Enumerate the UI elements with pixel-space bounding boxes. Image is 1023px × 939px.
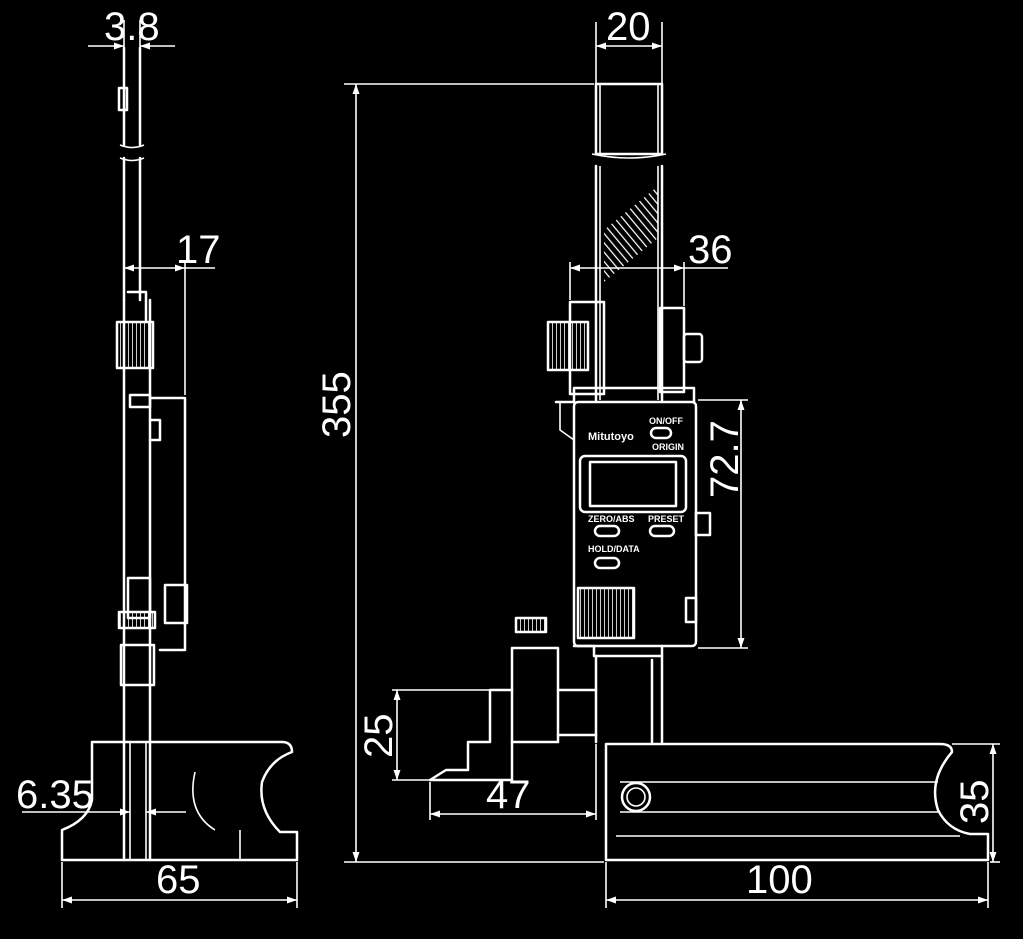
side-base-inner [192, 771, 241, 860]
dim-overall-height: 355 [315, 83, 604, 863]
origin-label: ORIGIN [652, 442, 684, 452]
zero-abs-button [593, 524, 621, 538]
side-slider-clamp [115, 320, 155, 370]
dim-label-355: 355 [315, 371, 359, 438]
front-base [604, 742, 990, 862]
side-slider-knurl [117, 322, 153, 368]
side-view: 3.8 17 6.35 65 [16, 5, 299, 908]
feed-wheel [576, 586, 636, 640]
dim-display-height: 72.7 [698, 399, 748, 649]
dim-label-3-8: 3.8 [104, 5, 160, 49]
brand-logo: Mitutoyo [588, 431, 634, 443]
side-blade-lower [122, 156, 142, 302]
column-break [591, 153, 667, 159]
column-edges [599, 84, 659, 154]
clamp-knob [546, 320, 590, 372]
battery-cover [684, 596, 698, 624]
lcd-frame [578, 454, 688, 514]
base-screw-inner [626, 787, 646, 807]
dim-base-slot: 6.35 [16, 773, 186, 817]
side-slider-nub [128, 393, 152, 409]
dim-label-36: 36 [688, 228, 733, 272]
dim-label-25: 25 [357, 714, 401, 759]
hold-data-button [593, 556, 621, 570]
dim-label-35: 35 [953, 780, 997, 825]
scriber-screw-knurl [516, 618, 546, 632]
head-bottom [572, 644, 664, 658]
on-off-button [649, 426, 673, 440]
clamp-knurl [548, 322, 588, 370]
hold-data-label: HOLD/DATA [588, 544, 640, 554]
scriber-arm [556, 688, 598, 737]
scriber-screw [514, 616, 548, 634]
dim-head-depth: 36 [569, 228, 733, 306]
side-slot [129, 742, 147, 860]
fine-knob [682, 332, 704, 364]
dim-label-72-7: 72.7 [703, 420, 747, 498]
side-blade [122, 46, 142, 147]
base-screw [620, 781, 652, 813]
preset-button [648, 524, 676, 538]
dim-label-6-35: 6.35 [16, 773, 94, 817]
zero-abs-label: ZERO/ABS [588, 514, 635, 524]
dim-scriber-height: 25 [357, 689, 490, 781]
preset-label: PRESET [648, 514, 685, 524]
base-slot [616, 781, 960, 837]
scriber [428, 688, 514, 782]
column-top-cap [594, 82, 664, 156]
dim-column-width: 20 [595, 5, 663, 86]
side-scriber-clamp [119, 643, 156, 687]
side-base [60, 740, 299, 862]
dim-base-width-side: 65 [61, 858, 298, 908]
dim-slider-offset: 17 [123, 228, 221, 395]
side-lower-knob [163, 583, 189, 625]
on-off-label: ON/OFF [649, 416, 683, 426]
side-lock-screw [117, 610, 157, 630]
dim-label-65: 65 [156, 858, 201, 902]
side-slider-cover [148, 396, 187, 652]
dim-label-20: 20 [606, 5, 651, 49]
dim-base-length: 100 [605, 858, 989, 908]
column-body [594, 164, 664, 402]
side-blade-break [119, 144, 145, 162]
dim-scriber-reach: 47 [429, 744, 597, 820]
side-blade-tab [117, 86, 129, 112]
head-top [554, 386, 696, 404]
display-unit-side [559, 402, 575, 441]
column-hatch [604, 186, 658, 282]
dim-label-17: 17 [176, 228, 221, 272]
dim-label-47: 47 [486, 773, 531, 817]
dim-base-height: 35 [952, 743, 1000, 863]
feed-wheel-knurl [578, 588, 634, 638]
scriber-clamp [510, 646, 560, 744]
dim-label-100: 100 [746, 858, 813, 902]
side-lock-knurl [119, 612, 155, 628]
dim-blade-thickness: 3.8 [88, 5, 175, 52]
slider-right-block [658, 306, 686, 394]
lcd-screen [588, 460, 678, 508]
front-view: Mitutoyo ON/OFF ORIGIN ZERO/ABS PRESET H… [315, 5, 1000, 908]
column-lower [594, 654, 664, 744]
side-port [694, 511, 712, 537]
